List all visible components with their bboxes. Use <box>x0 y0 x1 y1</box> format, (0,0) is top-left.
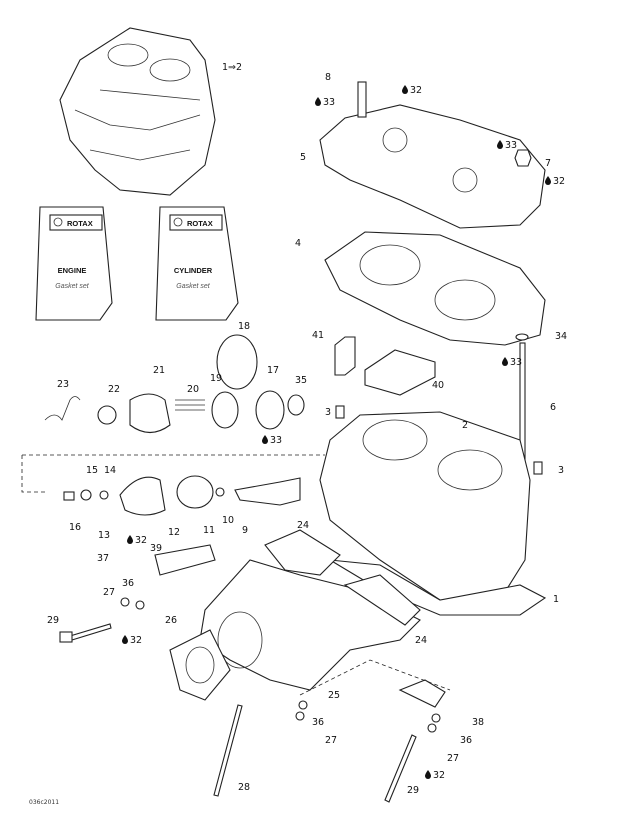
callout-18: 18 <box>238 321 250 332</box>
head-gasket-drawing <box>324 231 546 346</box>
callout-24: 24 <box>415 635 427 646</box>
callout-15: 15 <box>86 465 98 476</box>
cylinder-head-drawing <box>319 81 546 229</box>
water-pump-parts-drawing <box>44 334 305 434</box>
callout-24: 24 <box>297 520 309 531</box>
callout-32: 32 <box>135 535 147 546</box>
callout-36: 36 <box>460 735 472 746</box>
rotax-logo: ROTAX <box>67 219 93 228</box>
callout-1-to-2: 1⇒2 <box>222 62 242 73</box>
callout-36: 36 <box>122 578 134 589</box>
callout-21: 21 <box>153 365 165 376</box>
callout-14: 14 <box>104 465 116 476</box>
callout-36: 36 <box>312 717 324 728</box>
callout-12: 12 <box>168 527 180 538</box>
callout-27: 27 <box>325 735 337 746</box>
callout-26: 26 <box>165 615 177 626</box>
callout-4: 4 <box>295 238 301 249</box>
callout-38: 38 <box>472 717 484 728</box>
callout-6: 6 <box>550 402 556 413</box>
engine-gasket-set: ROTAX ENGINE Gasket set <box>35 206 113 321</box>
rotax-logo: ROTAX <box>187 219 213 228</box>
callout-20: 20 <box>187 384 199 395</box>
callout-7: 7 <box>545 158 551 169</box>
callout-41: 41 <box>312 330 324 341</box>
kit-subtitle: Gasket set <box>176 283 211 290</box>
pump-housing-drawing <box>63 475 301 516</box>
callout-37: 37 <box>97 553 109 564</box>
cylinder-drawing <box>319 411 547 616</box>
callout-35: 35 <box>295 375 307 386</box>
callout-22: 22 <box>108 384 120 395</box>
oil-drop-icon <box>497 140 503 149</box>
oil-drop-icon <box>122 635 128 644</box>
valve-parts-drawing <box>334 333 543 475</box>
callout-34: 34 <box>555 331 567 342</box>
engine-block-drawing <box>59 27 216 196</box>
oil-drop-icon <box>425 770 431 779</box>
callout-32: 32 <box>130 635 142 646</box>
callout-32: 32 <box>553 176 565 187</box>
callout-11: 11 <box>203 525 215 536</box>
kit-subtitle: Gasket set <box>55 283 90 290</box>
callout-33: 33 <box>510 357 522 368</box>
oil-drop-icon <box>502 357 508 366</box>
exhaust-manifold-drawing <box>154 529 451 708</box>
callout-19: 19 <box>210 373 222 384</box>
callout-32: 32 <box>410 85 422 96</box>
callout-23: 23 <box>57 379 69 390</box>
callout-32: 32 <box>433 770 445 781</box>
oil-drop-icon <box>262 435 268 444</box>
callout-40: 40 <box>432 380 444 391</box>
cylinder-gasket-set: ROTAX CYLINDER Gasket set <box>155 206 239 321</box>
callout-29: 29 <box>47 615 59 626</box>
callout-13: 13 <box>98 530 110 541</box>
kit-title: ENGINE <box>58 266 87 275</box>
oil-drop-icon <box>315 97 321 106</box>
callout-5: 5 <box>300 152 306 163</box>
callout-33: 33 <box>270 435 282 446</box>
bolts-drawing <box>59 597 441 803</box>
oil-drop-icon <box>127 535 133 544</box>
callout-33: 33 <box>505 140 517 151</box>
callout-16: 16 <box>69 522 81 533</box>
callout-33: 33 <box>323 97 335 108</box>
callout-10: 10 <box>222 515 234 526</box>
drawing-code: 036c2011 <box>29 799 59 806</box>
callout-1: 1 <box>553 594 559 605</box>
callout-39: 39 <box>150 543 162 554</box>
callout-28: 28 <box>238 782 250 793</box>
callout-29: 29 <box>407 785 419 796</box>
callout-9: 9 <box>242 525 248 536</box>
callout-3: 3 <box>558 465 564 476</box>
oil-drop-icon <box>402 85 408 94</box>
callout-27: 27 <box>103 587 115 598</box>
callout-27: 27 <box>447 753 459 764</box>
kit-title: CYLINDER <box>174 266 213 275</box>
callout-25: 25 <box>328 690 340 701</box>
callout-3: 3 <box>325 407 331 418</box>
callout-17: 17 <box>267 365 279 376</box>
oil-drop-icon <box>545 176 551 185</box>
callout-8: 8 <box>325 72 331 83</box>
callout-2: 2 <box>462 420 468 431</box>
